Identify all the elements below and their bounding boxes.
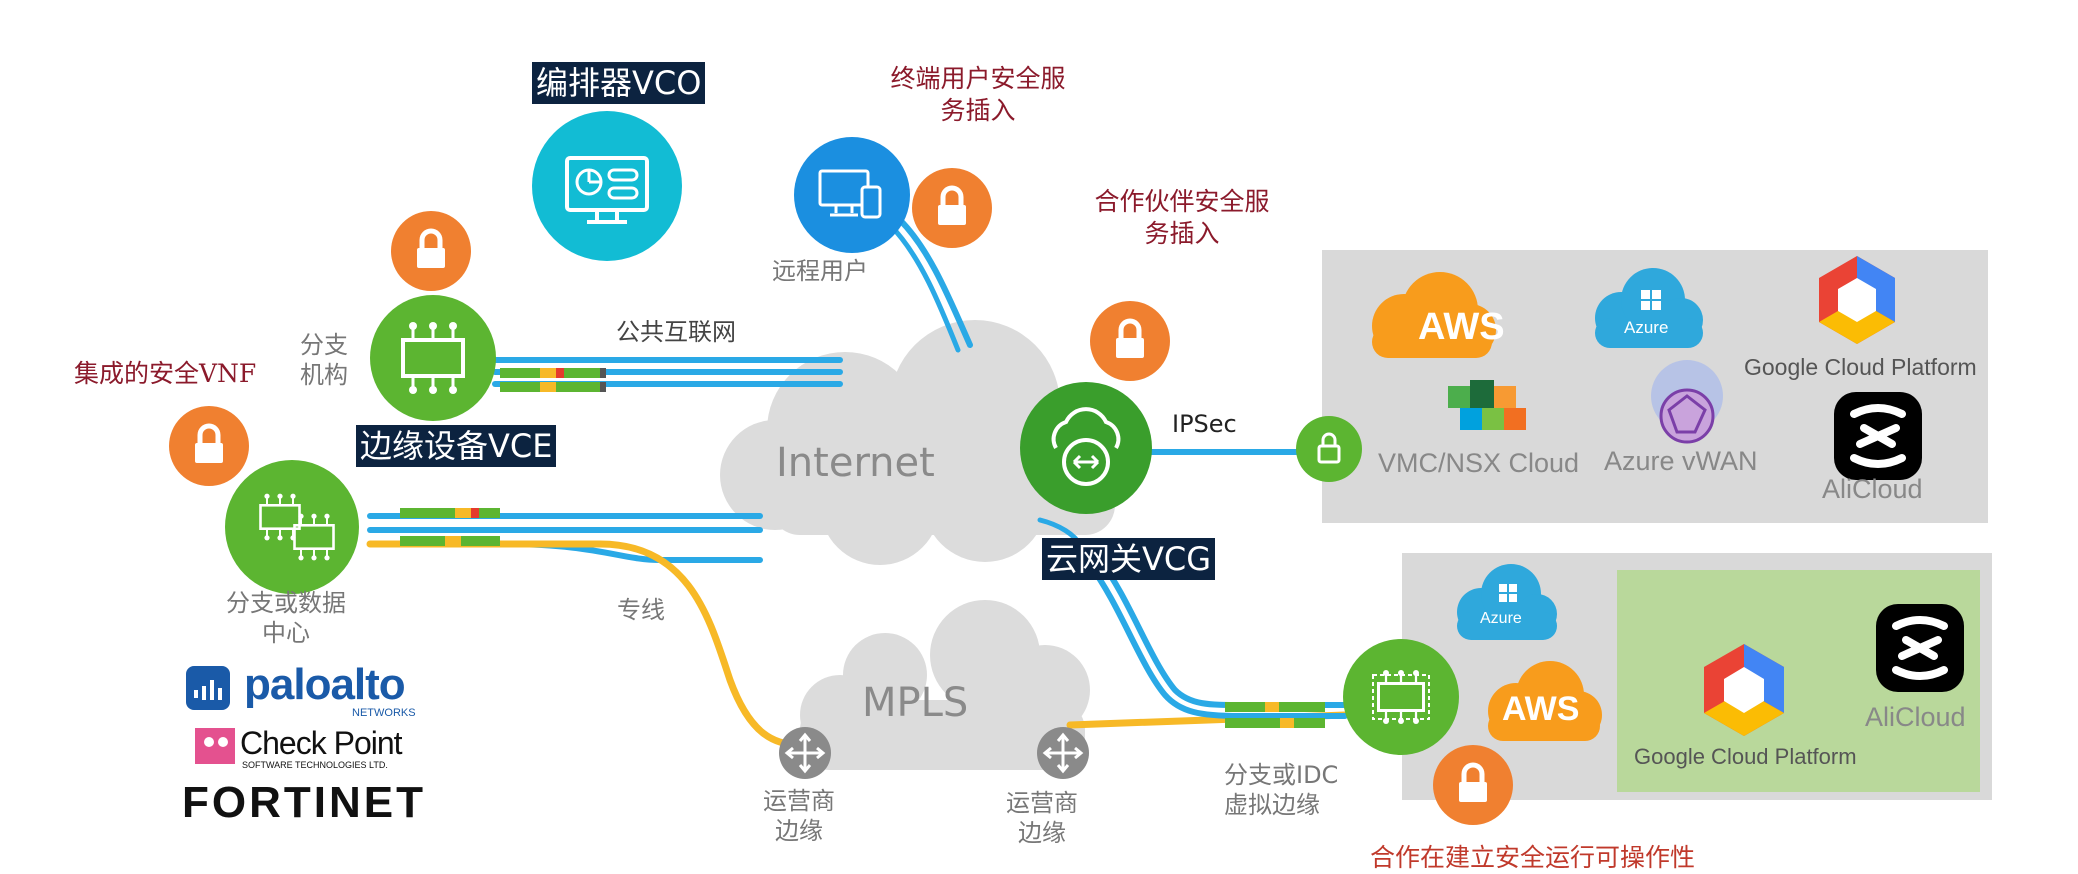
azure-label: Azure (1624, 318, 1669, 337)
internet-cloud (720, 320, 1130, 565)
internet-label: Internet (776, 440, 935, 486)
azure-vwan-icon (1651, 360, 1723, 444)
partner-lock-icon (1090, 301, 1170, 381)
branch-lock-icon (391, 211, 471, 291)
ipsec-label: IPSec (1172, 410, 1237, 438)
branch-label: 分支 机构 (300, 331, 348, 389)
alicloud-label: AliCloud (1822, 474, 1923, 504)
vce-title: 边缘设备VCE (356, 425, 557, 467)
checkpoint-logo-icon (195, 728, 235, 764)
google-cloud-icon (1704, 644, 1784, 736)
vcg-gateway-icon[interactable] (1020, 382, 1152, 514)
integrated-vnf-annotation: 集成的安全VNF (74, 359, 257, 388)
remote-user-label: 远程用户 (772, 257, 868, 285)
carrier-router-icon (1037, 727, 1089, 779)
aws-cloud-icon (1372, 272, 1496, 358)
google-cloud-icon (1819, 256, 1895, 344)
carrier-router-icon (779, 727, 831, 779)
branch-dc-label: 分支或数据 中心 (226, 589, 346, 647)
azure-vwan-label: Azure vWAN (1604, 446, 1758, 476)
traffic-bands (400, 368, 1325, 728)
vnf-lock-icon (169, 406, 249, 486)
endpoint-lock-icon (912, 168, 992, 248)
ipsec-lock-icon (1296, 416, 1362, 482)
paloalto-logo-icon (186, 666, 230, 710)
azure-cloud-icon (1595, 268, 1703, 348)
paloalto-sub: NETWORKS (352, 707, 416, 719)
fortinet-logo: FORTINET (182, 778, 426, 827)
vco-title: 编排器VCO (532, 62, 706, 104)
vmc-nsx-icon (1448, 380, 1526, 430)
bottom-annotation: 合作在建立安全运行可操作性 (1370, 843, 1696, 872)
mpls-label: MPLS (862, 680, 969, 726)
idc-lock-icon (1433, 745, 1513, 825)
alicloud-icon (1876, 604, 1964, 692)
checkpoint-sub: SOFTWARE TECHNOLOGIES LTD. (242, 760, 388, 770)
carrier-edge-label: 运营商 边缘 (763, 787, 835, 845)
public-internet-label: 公共互联网 (616, 318, 736, 346)
idc-vce-icon[interactable] (1343, 639, 1459, 755)
remote-user-devices-icon[interactable] (794, 137, 910, 253)
alicloud-label: AliCloud (1865, 702, 1966, 732)
google-cloud-label: Google Cloud Platform (1744, 354, 1977, 380)
azure-cloud-icon (1457, 564, 1557, 640)
checkpoint-logo: Check Point (240, 725, 403, 761)
aws-label: AWS (1418, 306, 1505, 348)
aws-label: AWS (1502, 690, 1580, 728)
carrier-edge-label: 运营商 边缘 (1006, 789, 1078, 847)
alicloud-icon (1834, 392, 1922, 480)
idc-label: 分支或IDC 虚拟边缘 (1224, 761, 1339, 819)
partner-security-annotation: 合作伙伴安全服 务插入 (1094, 187, 1270, 248)
dedicated-line-label: 专线 (617, 596, 665, 624)
aws-cloud-icon (1488, 661, 1602, 741)
vco-dashboard-icon[interactable] (532, 111, 682, 261)
branch-dc-vce-icon[interactable] (225, 460, 359, 594)
branch-vce-icon[interactable] (370, 295, 496, 421)
connection-lines (366, 217, 1349, 749)
vmc-label: VMC/NSX Cloud (1378, 448, 1580, 478)
google-cloud-label: Google Cloud Platform (1634, 744, 1857, 769)
vcg-title: 云网关VCG (1042, 538, 1216, 580)
paloalto-logo: paloalto (244, 660, 406, 709)
azure-label: Azure (1480, 610, 1522, 627)
endpoint-security-annotation: 终端用户安全服 务插入 (890, 64, 1066, 125)
